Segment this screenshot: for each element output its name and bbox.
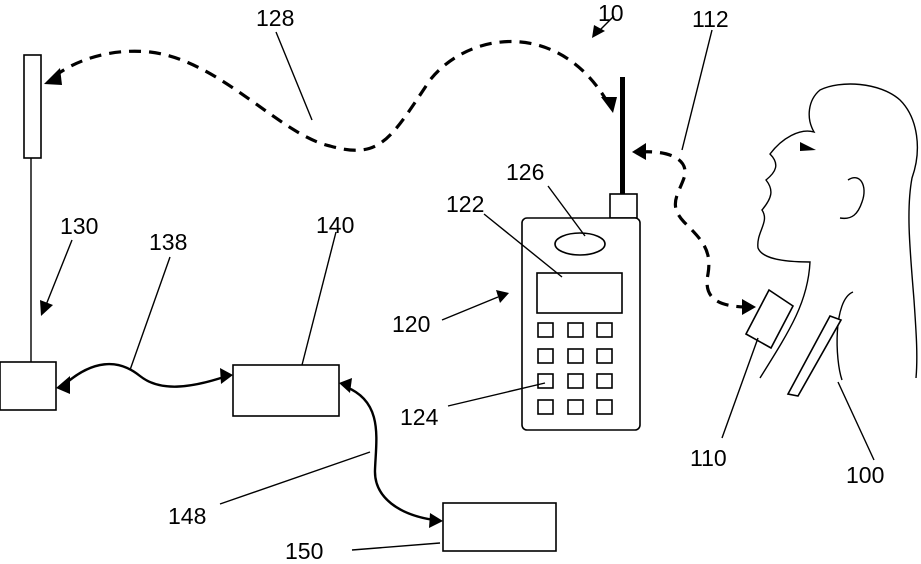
box-150 [443,503,556,551]
tower-base-box [0,362,56,410]
cable-138-arrow-right [220,368,233,384]
leader-128 [276,32,312,120]
speech-path-arrow-phone [632,143,646,160]
cable-138 [64,364,224,387]
phone-screen [537,273,622,313]
leader-112 [682,30,712,150]
label-130: 130 [60,213,98,239]
person-profile [758,84,918,380]
radio-wave-arrow-phone [601,97,617,113]
box-140 [233,365,339,416]
cable-148-arrow-bottom [429,513,443,528]
mobile-phone [522,77,640,430]
person-eye [800,142,816,151]
phone-antenna [620,77,625,195]
label-10: 10 [598,0,624,26]
phone-antenna-base [610,194,637,218]
label-148: 148 [168,503,206,529]
leader-150 [352,543,440,550]
label-128: 128 [256,5,294,31]
label-124: 124 [400,404,439,430]
leader-130 [46,240,72,305]
label-110: 110 [690,445,727,471]
leader-120-arrow [496,290,509,303]
phone-speaker [555,233,605,255]
leader-110 [722,338,758,438]
leader-120 [442,297,498,320]
collar-strip [788,316,841,396]
label-140: 140 [316,212,354,238]
cable-138-arrow-left [56,376,70,394]
radio-wave-arrow-tower [44,68,62,85]
speech-path-112 [640,152,745,307]
throat-sensor [746,290,793,348]
radio-wave-128 [52,42,608,151]
tower-antenna [24,55,41,158]
label-138: 138 [149,229,187,255]
leader-140 [302,232,336,365]
label-126: 126 [506,159,544,185]
cable-148-arrow-top [339,378,352,393]
label-112: 112 [692,6,729,32]
label-150: 150 [285,538,323,564]
label-122: 122 [446,191,484,217]
label-100: 100 [846,462,884,488]
person-ear [840,178,864,219]
label-120: 120 [392,311,430,337]
leader-148 [220,452,370,504]
leader-138 [130,257,170,370]
speech-path-arrow-sensor [742,299,756,315]
leader-100 [838,382,874,460]
